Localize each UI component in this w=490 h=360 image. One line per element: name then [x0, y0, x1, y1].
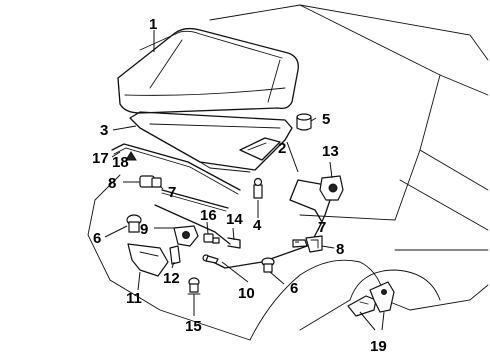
- callout-17: 17: [92, 150, 109, 167]
- callout-8-left: 8: [108, 175, 116, 192]
- callout-4: 4: [253, 217, 262, 234]
- vehicle-body-outline: [87, 4, 489, 341]
- bumper-stop-5: [296, 113, 312, 131]
- striker-4: [253, 177, 263, 199]
- callout-19: 19: [370, 338, 387, 355]
- callout-8-right: 8: [336, 241, 344, 258]
- leader-lines: [104, 30, 385, 331]
- callout-2: 2: [278, 140, 286, 157]
- callout-15: 15: [185, 318, 202, 335]
- callout-6-left: 6: [93, 230, 101, 247]
- callout-7-left: 7: [168, 184, 176, 201]
- clip-18: [125, 151, 137, 161]
- callout-9: 9: [140, 221, 148, 238]
- release-cable: [202, 179, 331, 269]
- bumper-8-left: [139, 175, 162, 188]
- callout-10: 10: [238, 285, 255, 302]
- callout-5: 5: [322, 111, 330, 128]
- weatherstrip: [111, 143, 241, 195]
- bracket-11: [127, 243, 169, 277]
- bolt-6-right: [261, 257, 275, 273]
- bolt-6-left: [126, 214, 142, 233]
- callout-3: 3: [100, 122, 108, 139]
- hinge-assembly-9: [154, 204, 231, 247]
- callout-14: 14: [226, 211, 243, 228]
- callout-labels: 1 2 3 4 5 6 6 7 7 8 8 9 10 11 12 13 14 1…: [92, 16, 387, 355]
- callout-1: 1: [149, 16, 157, 33]
- support-rod: [161, 189, 229, 212]
- bracket-8-right: [305, 235, 323, 253]
- callout-12: 12: [163, 270, 180, 287]
- clip-16: [203, 233, 220, 244]
- callout-7-right: 7: [318, 219, 326, 236]
- hinge-19-right: [369, 281, 395, 313]
- hood-latch-13: [319, 175, 344, 201]
- lever-12: [169, 245, 181, 265]
- callout-13: 13: [322, 143, 339, 160]
- clip-7-right: [292, 239, 308, 248]
- callout-11: 11: [126, 290, 142, 307]
- grommet-15: [187, 277, 201, 295]
- callout-18: 18: [112, 154, 129, 171]
- hood-panel: [117, 27, 299, 114]
- hood-inner-panel: [129, 111, 293, 173]
- callout-6-right: 6: [290, 280, 298, 297]
- callout-16: 16: [200, 207, 217, 224]
- hinge-19-left: [347, 295, 377, 317]
